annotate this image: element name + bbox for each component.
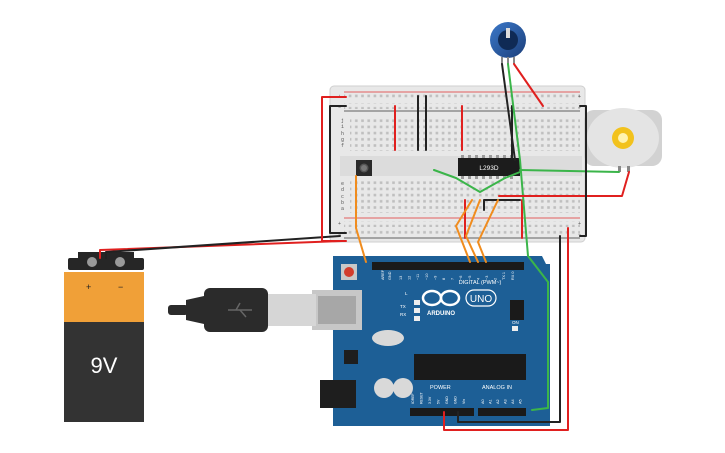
usb-cable[interactable]: [168, 288, 316, 332]
reset-button[interactable]: [341, 264, 357, 280]
dc-motor[interactable]: [584, 108, 662, 172]
power-pin-label-6: Vin: [462, 399, 466, 404]
power-pin-label-1: RESET: [420, 391, 424, 404]
usb-symbol-icon: [228, 302, 252, 318]
analog-pin-label-0: A0: [481, 399, 485, 404]
digital-pin-label-5: 8: [442, 278, 446, 280]
power-pin-label-2: 3.3V: [428, 396, 432, 404]
wire-rail-right-black[interactable]: [579, 105, 587, 237]
pushbutton[interactable]: [356, 160, 372, 176]
row-letter-e: e: [341, 181, 344, 187]
row-letter-i: i: [341, 124, 344, 130]
row-letter-b: b: [341, 200, 344, 206]
power-pin-label-5: GND: [454, 396, 458, 404]
l293d-label: L293D: [479, 165, 498, 172]
wire-power-red[interactable]: [443, 227, 569, 431]
led-tx-label: TX: [400, 304, 406, 309]
rail-minus-bottom-right: −: [578, 232, 581, 238]
wire-motor-green[interactable]: [519, 169, 620, 173]
row-letter-j: j: [341, 118, 344, 124]
wire-jumper-black-4[interactable]: [483, 199, 521, 211]
uno-label: UNO: [470, 294, 492, 305]
battery-9v[interactable]: + − 9V: [64, 252, 144, 422]
digital-pin-label-6: 7: [451, 278, 455, 280]
uno-logo: UNO: [465, 289, 497, 307]
rail-minus-top: −: [338, 105, 341, 111]
wire-battery-positive[interactable]: [99, 240, 343, 259]
digital-pin-label-7: ~6: [459, 276, 463, 280]
wire-rail-left-red[interactable]: [321, 96, 347, 242]
power-jack[interactable]: [320, 380, 356, 408]
wire-motor-red[interactable]: [498, 171, 630, 197]
battery-label: 9V: [91, 353, 118, 378]
analog-label: ANALOG IN: [482, 385, 512, 391]
rail-plus-top-right: +: [578, 94, 581, 100]
analog-pin-label-4: A4: [511, 399, 515, 404]
arduino-logo-icon: [421, 289, 461, 307]
digital-pin-label-8: ~5: [468, 276, 472, 280]
analog-pin-label-5: A5: [519, 399, 523, 404]
rail-minus-bottom: −: [338, 232, 341, 238]
rail-plus-bottom: +: [338, 221, 341, 227]
wire-green-chip-left[interactable]: [433, 169, 521, 193]
wire-battery-negative[interactable]: [105, 235, 341, 259]
digital-pin-label-13: RX 0: [511, 272, 515, 280]
digital-pin-label-10: ~3: [485, 276, 489, 280]
battery-plus: +: [86, 282, 91, 292]
battery-minus: −: [118, 282, 123, 292]
digital-pin-label-11: 2: [494, 278, 498, 280]
wire-orange-1[interactable]: [455, 199, 473, 263]
row-letter-c: c: [341, 194, 344, 200]
digital-pin-label-9: 4: [476, 278, 480, 280]
row-letter-a: a: [341, 206, 344, 212]
power-pin-label-4: GND: [445, 396, 449, 404]
digital-pin-label-4: ~9: [433, 276, 437, 280]
usb-port[interactable]: [312, 290, 362, 330]
wire-rail-left-black[interactable]: [329, 105, 347, 234]
arduino-brand: ARDUINO: [427, 311, 455, 317]
wire-orange-3[interactable]: [477, 199, 499, 263]
wire-orange-button[interactable]: [355, 175, 367, 263]
rail-plus-bottom-right: +: [578, 221, 581, 227]
row-letter-h: h: [341, 131, 344, 137]
row-letter-f: f: [341, 143, 344, 149]
motor-gear-icon: [612, 127, 634, 149]
analog-pin-label-1: A1: [489, 399, 493, 404]
digital-pin-label-0: 13: [399, 276, 403, 280]
digital-pin-label-2: ~11: [416, 274, 420, 280]
led-l-label: L: [405, 291, 408, 296]
atmega-chip: [414, 354, 526, 380]
led-on-label: ON: [512, 320, 519, 325]
pin-aref: AREF: [381, 269, 385, 280]
led-rx-label: RX: [400, 312, 406, 317]
arduino-uno-board[interactable]: UNO ARDUINO DIGITAL (PWM~) POWER ANALOG …: [312, 256, 550, 426]
digital-pin-label-1: 12: [408, 276, 412, 280]
wire-pot-black[interactable]: [501, 63, 516, 161]
l293d-chip[interactable]: L293D: [458, 155, 520, 179]
wire-power-black[interactable]: [457, 235, 561, 423]
row-letter-g: g: [341, 137, 344, 143]
power-pin-label-0: IOREF: [411, 393, 415, 404]
pin-gnd: GND: [388, 271, 392, 280]
analog-pin-label-2: A2: [496, 399, 500, 404]
digital-label: DIGITAL (PWM~): [459, 280, 502, 286]
row-letter-d: d: [341, 187, 344, 193]
potentiometer[interactable]: [490, 22, 526, 64]
analog-pin-label-3: A3: [504, 399, 508, 404]
wire-pot-red[interactable]: [513, 63, 544, 107]
wire-orange-2[interactable]: [465, 199, 481, 263]
rail-minus-top-right: −: [578, 105, 581, 111]
digital-pin-label-12: TX 1: [502, 272, 506, 280]
power-label: POWER: [430, 385, 451, 391]
power-pin-label-3: 5V: [437, 399, 441, 404]
digital-pin-label-3: ~10: [425, 274, 429, 280]
wire-pot-green[interactable]: [507, 63, 549, 411]
